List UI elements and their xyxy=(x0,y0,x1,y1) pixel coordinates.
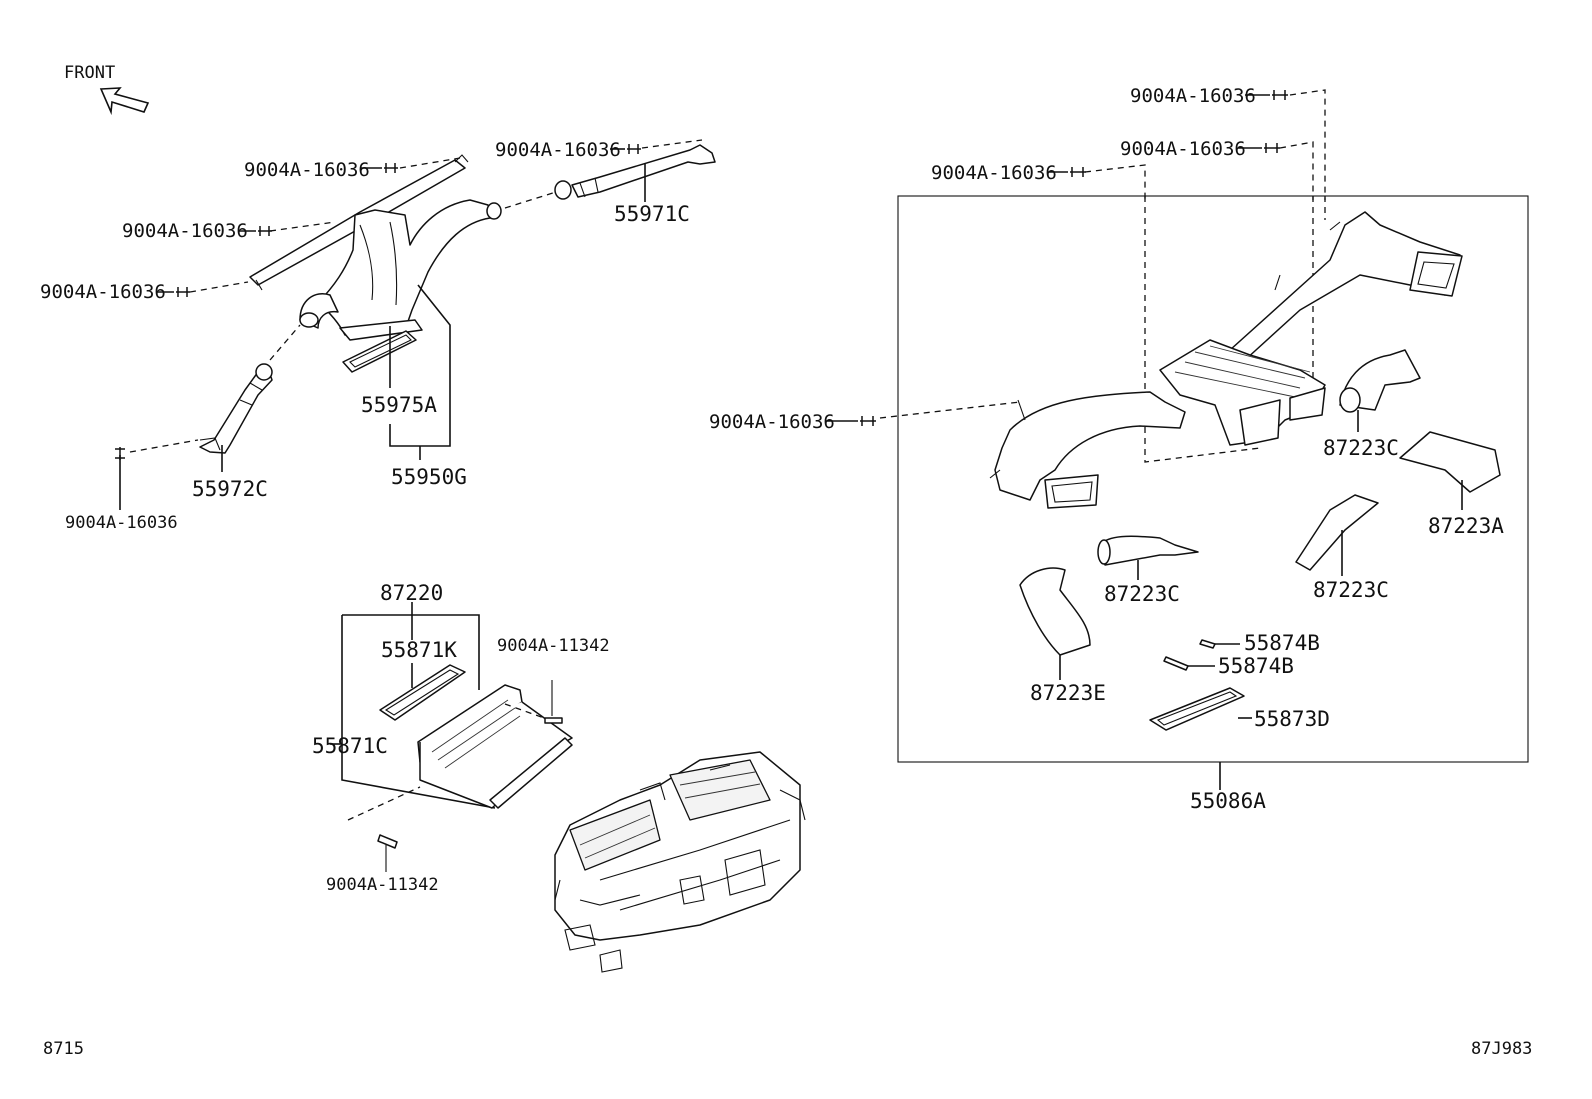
bolt-label-4: 9004A-16036 xyxy=(495,139,621,161)
bolt-icons-left-upper xyxy=(115,144,641,460)
rear-duct-assembly-group xyxy=(826,89,1529,790)
bolt-label-2: 9004A-16036 xyxy=(122,220,248,242)
part-label-87223C-3: 87223C xyxy=(1313,578,1389,602)
part-label-55971C: 55971C xyxy=(614,202,690,226)
bolt-label-1: 9004A-16036 xyxy=(244,159,370,181)
part-label-87223C-1: 87223C xyxy=(1323,436,1399,460)
part-label-55871C: 55871C xyxy=(312,734,388,758)
leader-lines-left-upper xyxy=(119,139,703,510)
part-label-55874B-1: 55874B xyxy=(1244,631,1320,655)
bolt-label-3: 9004A-16036 xyxy=(40,281,166,303)
front-label: FRONT xyxy=(64,63,115,83)
part-label-87220: 87220 xyxy=(380,581,443,605)
footer-right-code: 87J983 xyxy=(1471,1039,1532,1059)
bolt-label-right-2: 9004A-16036 xyxy=(1120,138,1246,160)
bolt-label-right-3: 9004A-16036 xyxy=(931,162,1057,184)
part-label-55086A: 55086A xyxy=(1190,789,1266,813)
side-duct-55971C xyxy=(486,144,716,220)
part-label-55950G: 55950G xyxy=(391,465,467,489)
filter-housing-group xyxy=(330,602,573,872)
part-label-87223A: 87223A xyxy=(1428,514,1504,538)
part-label-55873D: 55873D xyxy=(1254,707,1330,731)
side-duct-55972C xyxy=(199,363,273,454)
part-label-87223C-2: 87223C xyxy=(1104,582,1180,606)
gasket-55975A xyxy=(342,330,417,373)
bolt-label-11342-upper: 9004A-11342 xyxy=(497,636,610,656)
part-label-55972C: 55972C xyxy=(192,477,268,501)
bolt-label-5: 9004A-16036 xyxy=(65,513,178,533)
part-label-87223E: 87223E xyxy=(1030,681,1106,705)
bolt-label-right-1: 9004A-16036 xyxy=(1130,85,1256,107)
part-label-55975A: 55975A xyxy=(361,393,437,417)
hvac-unit xyxy=(554,751,806,973)
bolt-icons-right xyxy=(860,90,1288,426)
footer-left-code: 8715 xyxy=(43,1039,84,1059)
part-label-55874B-2: 55874B xyxy=(1218,654,1294,678)
bolt-label-right-4: 9004A-16036 xyxy=(709,411,835,433)
front-arrow-icon xyxy=(99,87,150,116)
part-label-55871K: 55871K xyxy=(381,638,457,662)
center-duct-group xyxy=(249,154,491,341)
bolt-label-11342-lower: 9004A-11342 xyxy=(326,875,439,895)
